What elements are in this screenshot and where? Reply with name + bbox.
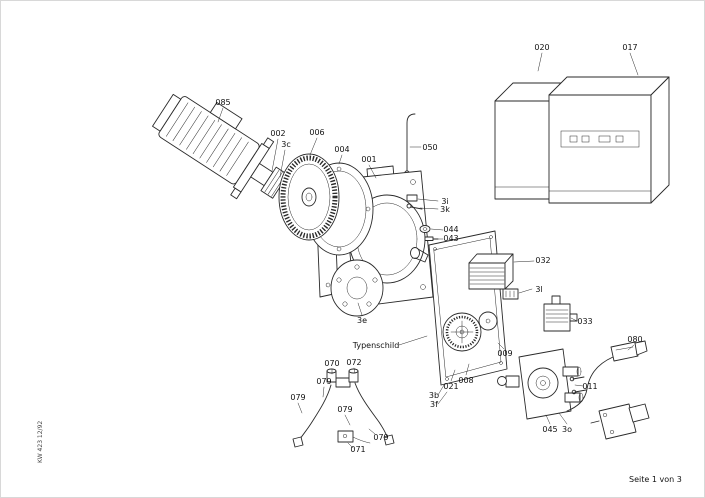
oil-hose-assembly: [292, 368, 395, 448]
part-label-008: 008: [458, 376, 473, 385]
oil-pump: [497, 348, 587, 420]
part-label-009: 009: [497, 349, 512, 358]
pressure-switch: [590, 403, 650, 440]
part-label-033: 033: [577, 317, 592, 326]
burner-motor: [152, 93, 289, 200]
panel-connector: [502, 288, 519, 300]
part-label-032: 032: [535, 256, 550, 265]
part-label-006: 006: [309, 128, 324, 137]
part-labels: 020 017 085 002 3c 006 004 001 050 3i 3k…: [215, 43, 642, 454]
air-damper-actuator: [442, 311, 498, 352]
solenoid-valve: [543, 295, 578, 332]
ignition-transformer: [468, 253, 514, 290]
typenschild-callout: Typenschild: [352, 341, 400, 350]
part-label-020: 020: [534, 43, 549, 52]
part-label-3c: 3c: [281, 140, 291, 149]
burner-flange: [330, 259, 384, 317]
part-label-001: 001: [361, 155, 376, 164]
part-label-070: 070: [324, 359, 339, 368]
part-label-050: 050: [422, 143, 437, 152]
motor-coupling: [260, 166, 289, 199]
fan-wheel: [278, 153, 340, 241]
control-unit-front: [548, 76, 670, 204]
part-label-071: 071: [350, 445, 365, 454]
part-label-3e: 3e: [357, 316, 367, 325]
oil-pipe: [404, 113, 416, 176]
part-label-3o: 3o: [562, 425, 572, 434]
part-label-3b: 3b: [429, 391, 439, 400]
part-label-079-c: 079: [337, 405, 352, 414]
part-label-3i: 3i: [441, 197, 448, 206]
part-label-004: 004: [334, 145, 349, 154]
part-label-3k: 3k: [440, 205, 450, 214]
part-label-002: 002: [270, 129, 285, 138]
margin-doc-code: KW 423 12/92: [37, 421, 44, 463]
part-label-021: 021: [443, 382, 458, 391]
part-label-011: 011: [582, 382, 597, 391]
part-label-079-a: 079: [316, 377, 331, 386]
part-label-080: 080: [627, 335, 642, 344]
part-label-043: 043: [443, 234, 458, 243]
page-indicator: Seite 1 von 3: [629, 475, 682, 484]
small-fasteners: [406, 194, 439, 263]
part-label-3l: 3l: [535, 285, 542, 294]
part-label-072: 072: [346, 358, 361, 367]
part-label-085: 085: [215, 98, 230, 107]
part-label-3f: 3f: [430, 400, 438, 409]
plug-connector: [566, 340, 648, 412]
part-label-044: 044: [443, 225, 458, 234]
part-label-045: 045: [542, 425, 557, 434]
leader-lines: [217, 52, 639, 449]
part-label-017: 017: [622, 43, 637, 52]
part-label-079-d: 079: [373, 433, 388, 442]
part-label-079-b: 079: [290, 393, 305, 402]
